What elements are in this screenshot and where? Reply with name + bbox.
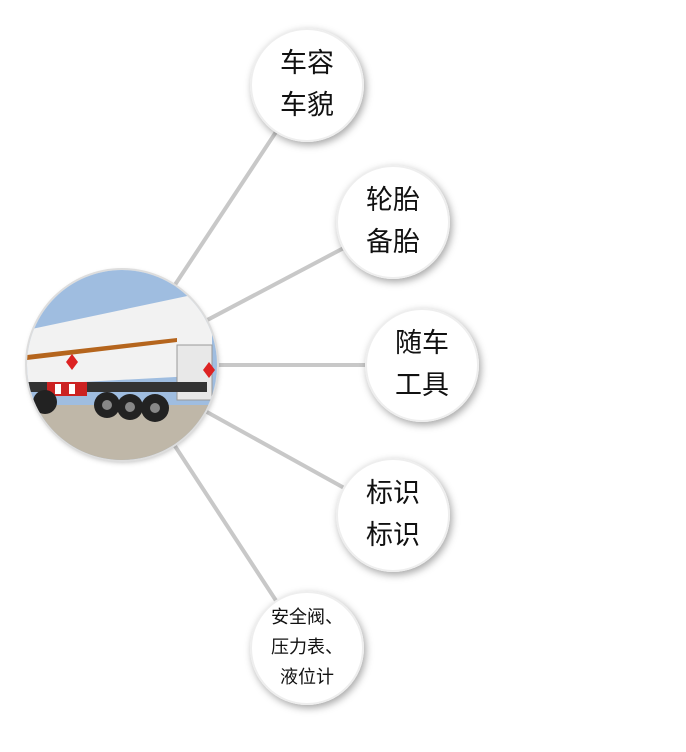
node-label: 压力表、 [271,637,343,658]
tanker-truck-photo [27,270,217,460]
node-tools: 随车 工具 [365,308,479,422]
node-label: 标识 [366,478,420,509]
node-tires: 轮胎 备胎 [336,165,450,279]
node-label: 车貌 [280,90,334,121]
node-label: 工具 [395,370,449,401]
node-vehicle-appearance: 车容 车貌 [250,28,364,142]
node-label: 轮胎 [366,185,420,216]
node-label: 随车 [395,328,449,359]
node-label: 标识 [366,520,420,551]
node-label: 液位计 [280,667,334,688]
node-label: 备胎 [366,227,420,258]
node-markings: 标识 标识 [336,458,450,572]
node-label: 车容 [280,48,334,79]
node-safety-valves: 安全阀、 压力表、 液位计 [250,591,364,705]
node-label: 安全阀、 [271,607,343,628]
